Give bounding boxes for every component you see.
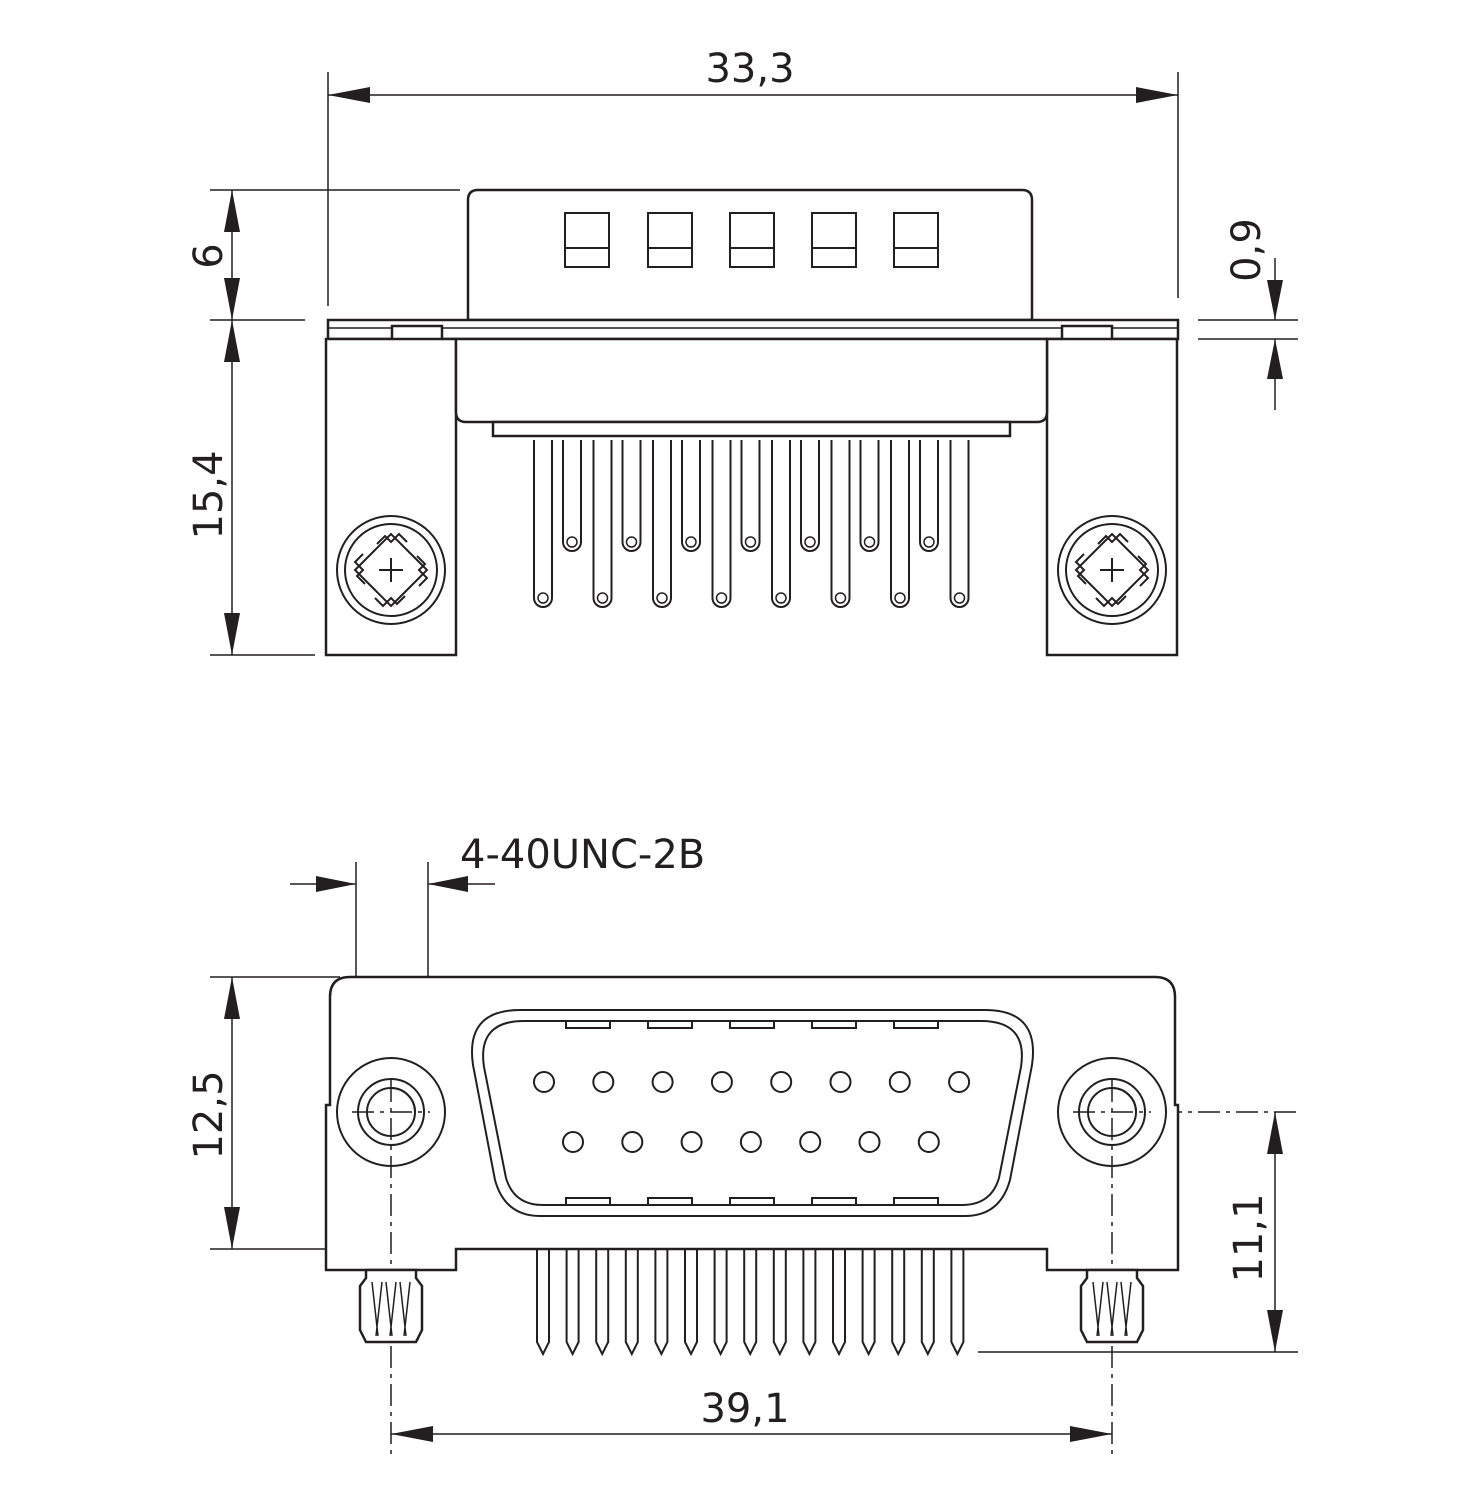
left-board-lock (358, 1268, 424, 1344)
front-view: 4-40UNC-2B 12,5 11,1 (186, 832, 1298, 1460)
top-pin-long (890, 440, 910, 608)
front-pin (713, 1249, 728, 1357)
dim-side-height: 15,4 (186, 450, 232, 539)
shell-top (466, 188, 1034, 322)
contact-hole (888, 1071, 911, 1093)
top-pin-short (621, 440, 642, 552)
top-pin-long (771, 440, 791, 608)
top-pin-long (652, 440, 672, 608)
dim-flange-height: 0,9 (1224, 218, 1270, 282)
contact-hole (739, 1131, 762, 1153)
dim-hole-spacing: 39,1 (700, 1386, 789, 1432)
front-pin (920, 1249, 935, 1357)
top-pin-long-tip (953, 592, 966, 604)
front-pin (565, 1249, 580, 1357)
front-pin (802, 1249, 817, 1357)
top-pins (533, 440, 970, 608)
contact-holes (533, 1071, 971, 1153)
front-pin (536, 1249, 550, 1357)
top-pin-short-tip (566, 536, 578, 548)
d-shell-outer (471, 1009, 1034, 1217)
top-pin-short-tip (923, 536, 935, 548)
top-pin-long (592, 440, 613, 608)
front-pin (832, 1249, 846, 1357)
top-pin-long (949, 440, 970, 608)
front-pin (891, 1249, 906, 1357)
top-pin-long (830, 440, 851, 608)
contact-hole (562, 1131, 584, 1153)
contact-hole (917, 1131, 940, 1153)
contact-hole (770, 1071, 793, 1093)
top-pin-long-tip (537, 592, 549, 604)
right-board-lock (1079, 1268, 1145, 1344)
top-pin-short (859, 440, 880, 552)
shell-windows (564, 212, 939, 268)
front-pin (654, 1249, 669, 1357)
front-pin (861, 1249, 876, 1357)
top-pin-long (711, 440, 732, 608)
front-pin (772, 1249, 787, 1357)
insulator-body (454, 337, 1049, 424)
shell-dimples (565, 1021, 939, 1205)
top-pin-short-tip (804, 536, 816, 548)
contact-hole (799, 1131, 822, 1153)
contact-hole (533, 1071, 555, 1093)
contact-hole (592, 1071, 615, 1093)
top-pin-long-tip (715, 592, 728, 604)
top-pin-long-tip (834, 592, 847, 604)
contact-hole (858, 1131, 881, 1153)
top-pin-long-tip (596, 592, 609, 604)
top-pin-short (800, 440, 820, 552)
d-shell-inner (482, 1020, 1023, 1206)
front-pin (743, 1249, 758, 1357)
top-pin-long (533, 440, 553, 608)
insulator-base (491, 420, 1012, 438)
top-pin-short-tip (744, 536, 757, 548)
top-pin-long-tip (775, 592, 787, 604)
front-flange (324, 975, 1180, 1272)
contact-hole (710, 1071, 733, 1093)
thread-spec-label: 4-40UNC-2B (460, 832, 705, 878)
dim-front-offset: 11,1 (1226, 1193, 1272, 1282)
front-pin (624, 1249, 639, 1357)
dim-front-height: 12,5 (186, 1070, 232, 1159)
top-pin-short (919, 440, 939, 552)
front-pin (950, 1249, 965, 1357)
top-pin-long-tip (894, 592, 906, 604)
left-bracket (324, 337, 458, 657)
contact-hole (829, 1071, 852, 1093)
front-pins (536, 1249, 965, 1357)
front-pin (684, 1249, 698, 1357)
contact-hole (680, 1131, 703, 1153)
top-pin-short (681, 440, 701, 552)
top-pin-short-tip (625, 536, 638, 548)
top-pin-short (562, 440, 582, 552)
dim-top-height: 6 (186, 243, 232, 268)
dim-top-width: 33,3 (705, 46, 794, 92)
contact-hole (948, 1071, 971, 1093)
top-pin-short-tip (863, 536, 876, 548)
right-bracket (1045, 337, 1179, 657)
top-pin-short-tip (685, 536, 697, 548)
contact-hole (621, 1131, 644, 1153)
top-view: 33,3 6 15,4 0,9 (186, 46, 1298, 657)
front-pin (595, 1249, 610, 1357)
top-pin-short (740, 440, 761, 552)
top-pin-long-tip (656, 592, 668, 604)
contact-hole (651, 1071, 674, 1093)
